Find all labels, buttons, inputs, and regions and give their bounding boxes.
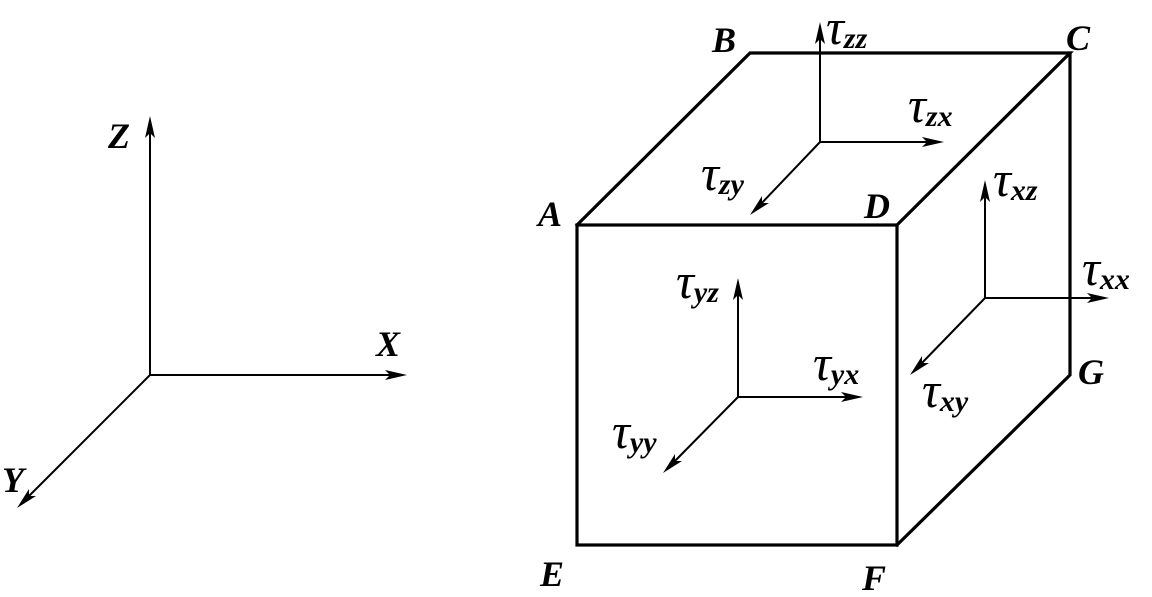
- x-axis-arrowhead: [385, 370, 407, 380]
- tau-xy-arrowhead: [910, 356, 929, 375]
- tau-zx-label: τzx: [908, 77, 953, 133]
- front-face-stresses: [663, 278, 863, 473]
- vertex-label-e: E: [539, 554, 564, 594]
- vertex-label-d: D: [863, 186, 890, 226]
- y-axis: [25, 374, 151, 500]
- cube-front-face: [575, 223, 899, 547]
- right-face-stresses: [910, 180, 1109, 375]
- tau-xz-label: τxz: [993, 151, 1038, 207]
- tau-yy-vector: [671, 396, 739, 465]
- y-axis-arrowhead: [17, 489, 36, 508]
- tau-zy-vector: [758, 141, 821, 207]
- tau-xx-arrowhead: [1087, 293, 1109, 303]
- tau-xx-label: τxx: [1082, 240, 1130, 296]
- tau-zz-arrowhead: [815, 22, 825, 44]
- y-axis-label: Y: [2, 460, 27, 500]
- tau-xy-label: τxy: [922, 362, 969, 418]
- tau-zx-arrowhead: [922, 137, 944, 147]
- cube: [574, 51, 1074, 548]
- vertex-labels: A B C D E F G: [536, 18, 1104, 597]
- tau-yy-arrowhead: [663, 454, 682, 473]
- tau-yx-label: τyx: [813, 335, 859, 391]
- tau-xz-arrowhead: [980, 180, 990, 202]
- tau-zz-label: τzz: [826, 0, 868, 55]
- vertex-label-g: G: [1078, 352, 1104, 392]
- z-axis-label: Z: [107, 116, 130, 156]
- vertex-label-f: F: [861, 558, 886, 597]
- stress-labels: τzz τzx τzy τxz τxx τxy τyz τyx τyy: [612, 0, 1130, 459]
- tau-yx-arrowhead: [841, 392, 863, 402]
- x-axis-label: X: [375, 324, 401, 364]
- cube-right-face: [894, 51, 1072, 548]
- tau-zy-arrowhead: [750, 196, 769, 215]
- coordinate-axes: Z X Y: [2, 116, 407, 508]
- tau-yz-label: τyz: [676, 253, 719, 309]
- z-axis-arrowhead: [145, 116, 155, 138]
- vertex-label-b: B: [711, 20, 736, 60]
- vertex-label-a: A: [536, 194, 562, 234]
- cube-top-face: [574, 51, 1074, 228]
- tau-zy-label: τzy: [701, 145, 745, 201]
- top-face-stresses: [750, 22, 944, 215]
- tau-yz-arrowhead: [733, 278, 743, 300]
- tau-yy-label: τyy: [612, 403, 657, 459]
- tau-xy-vector: [918, 297, 986, 367]
- vertex-label-c: C: [1066, 18, 1091, 58]
